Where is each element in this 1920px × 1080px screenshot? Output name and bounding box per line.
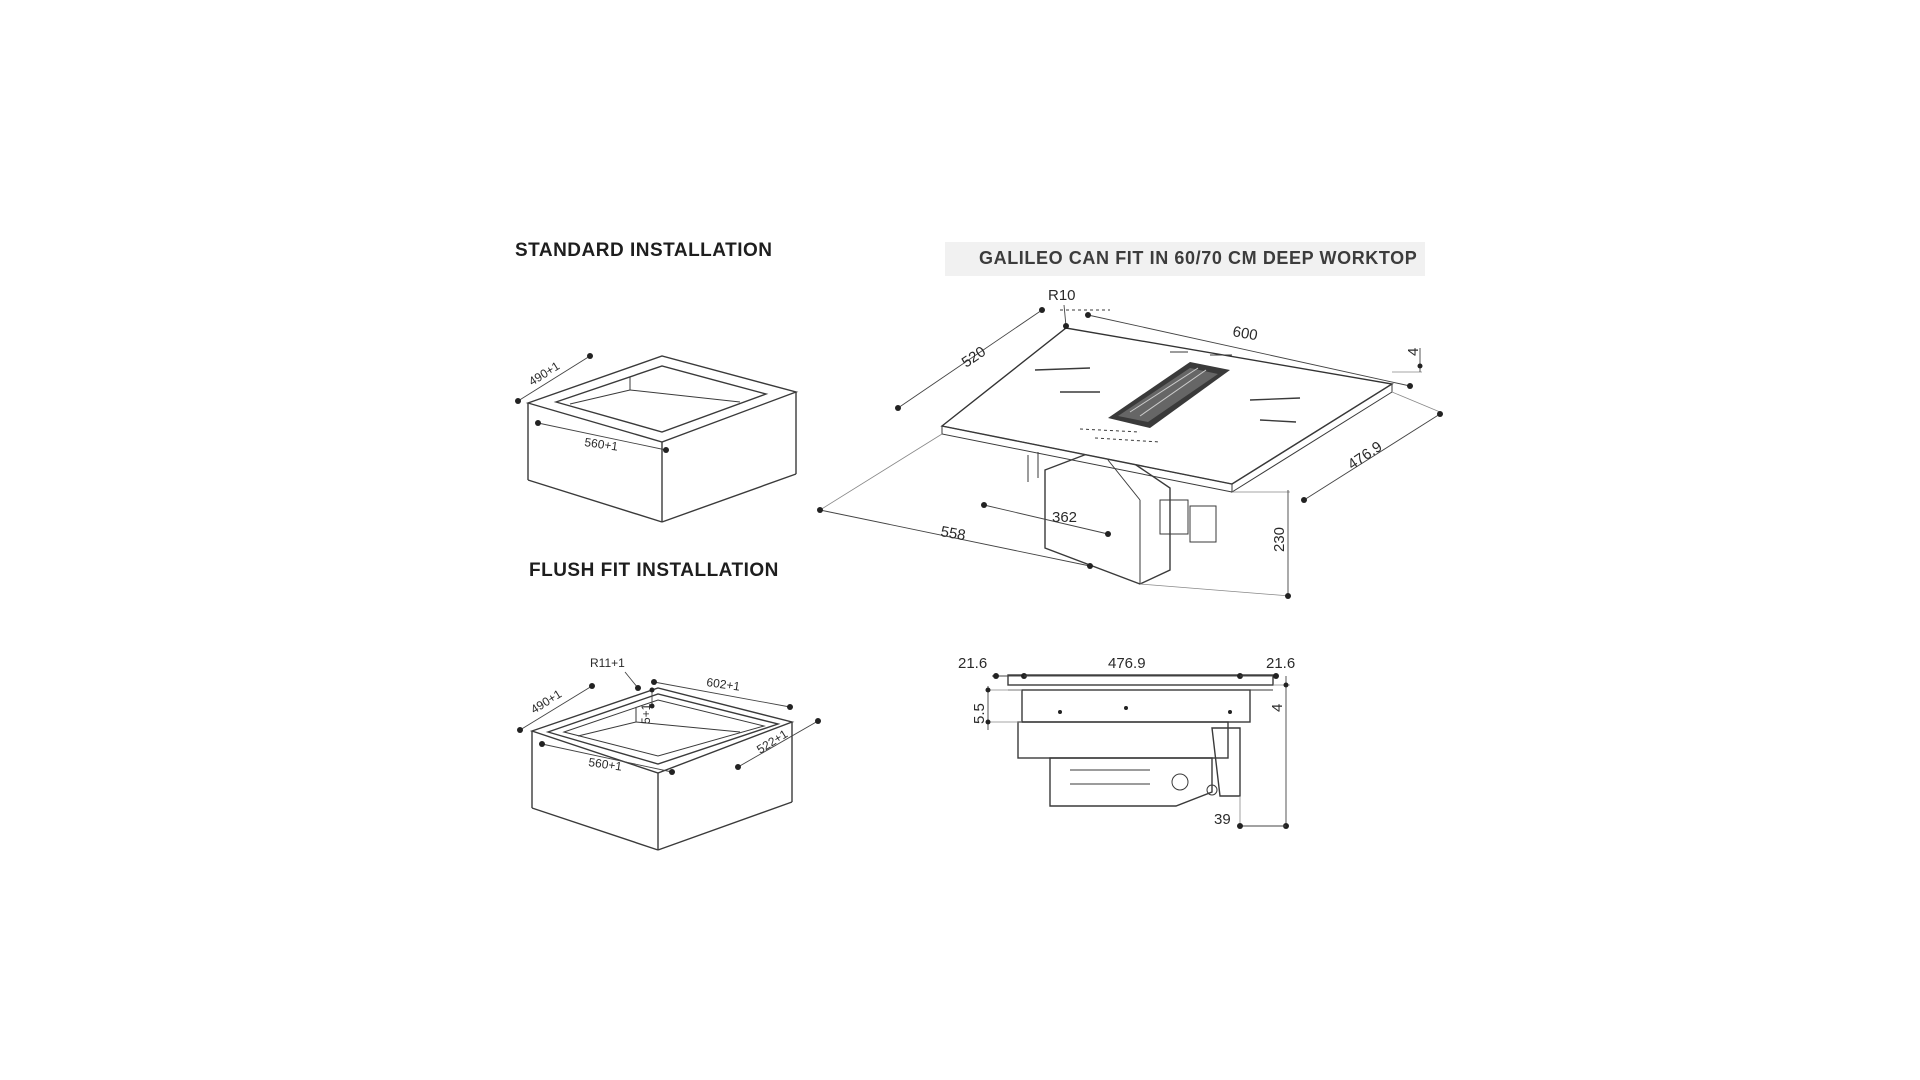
standard-installation-heading: STANDARD INSTALLATION [515,240,772,261]
section-center-dim: 476.9 [1108,655,1146,672]
flush-fit-installation-heading: FLUSH FIT INSTALLATION [529,560,779,581]
flush-width-dim: 560+1 [588,755,624,774]
hob-isometric-drawing: R10 600 520 4 476.9 362 558 [817,287,1443,599]
flush-fit-installation-drawing: 490+1 R11+1 602+1 5+1 522+1 560+1 [517,656,821,851]
standard-installation-drawing: 490+1 560+1 [515,353,799,523]
section-right-dim: 21.6 [1266,655,1295,672]
worktop-banner: GALILEO CAN FIT IN 60/70 CM DEEP WORKTOP [945,242,1425,276]
section-lip-dim: 5.5 [971,703,988,724]
section-glass-dim: 4 [1269,704,1286,712]
section-left-dim: 21.6 [958,655,987,672]
hob-unit-depth-dim: 362 [1052,509,1077,526]
flush-radius-dim: R11+1 [590,656,625,670]
hob-height-dim: 230 [1271,527,1288,552]
worktop-banner-text: GALILEO CAN FIT IN 60/70 CM DEEP WORKTOP [979,248,1417,268]
hob-radius-dim: R10 [1048,287,1076,304]
flush-outer-depth-dim: 522+1 [754,727,790,757]
flush-rebate-dim: 5+1 [639,703,653,724]
hob-width-dim: 600 [1231,323,1259,344]
flush-depth-dim: 490+1 [528,687,564,717]
side-section-drawing: 21.6 476.9 21.6 5.5 4 39 [958,655,1295,829]
standard-width-dim: 560+1 [584,435,620,454]
flush-outer-width-dim: 602+1 [706,675,742,694]
hob-depth-dim: 520 [959,343,989,371]
hob-overall-dim: 558 [939,523,967,544]
section-offset-dim: 39 [1214,811,1231,828]
hob-cut-depth-dim: 476.9 [1345,438,1386,473]
hob-glass-dim: 4 [1405,348,1422,356]
